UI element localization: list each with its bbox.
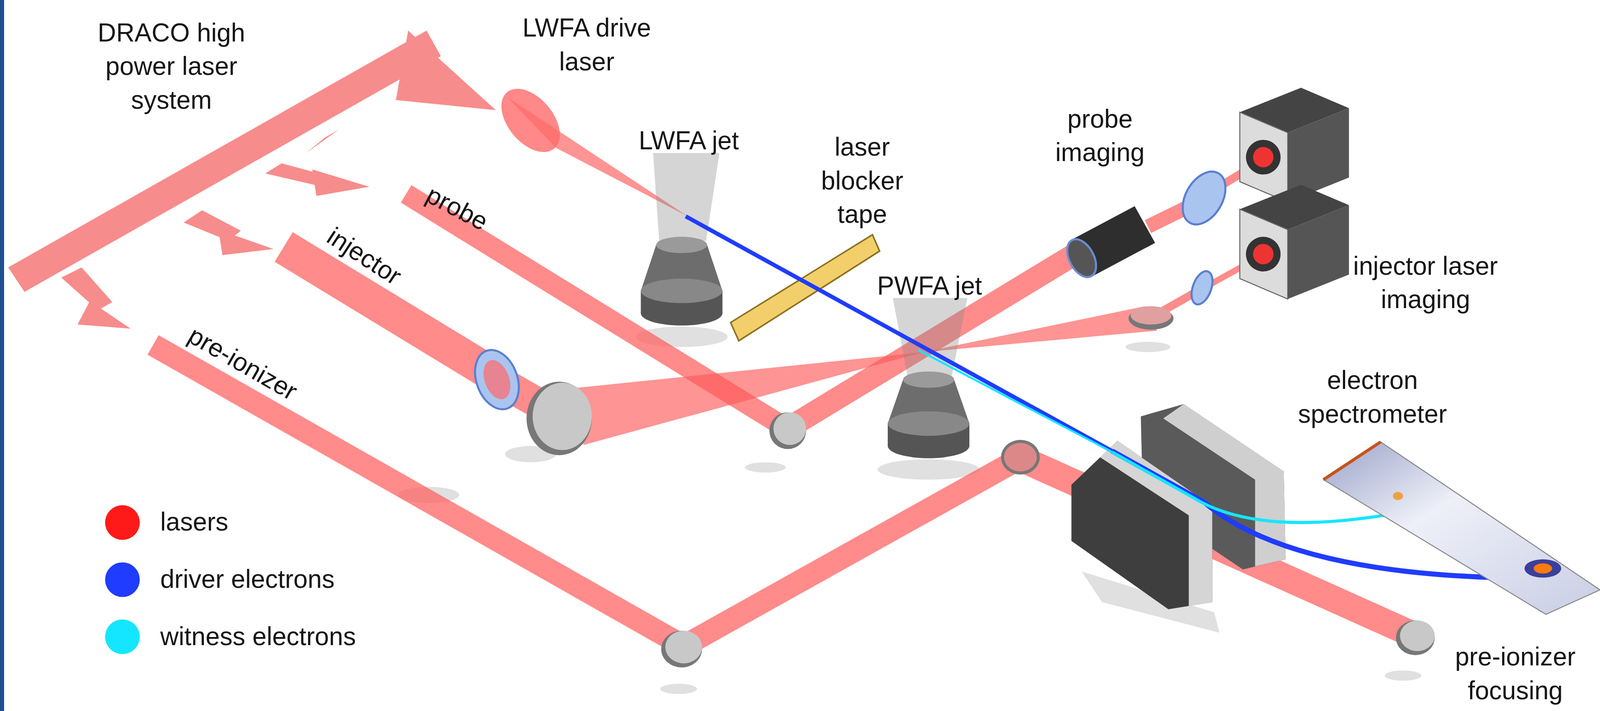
component-label: laser blocker tape: [798, 129, 927, 231]
legend-text: witness electrons: [160, 619, 356, 654]
component-label: LWFA jet: [617, 124, 761, 158]
component-label: LWFA drive laser: [497, 11, 677, 79]
legend-swatch: [105, 562, 140, 597]
legend-swatch: [105, 505, 140, 540]
component-label: PWFA jet: [857, 268, 1001, 303]
component-label: pre-ionizer focusing: [1438, 639, 1592, 707]
component-label: electron spectrometer: [1272, 363, 1472, 431]
component-label: probe imaging: [1026, 101, 1175, 170]
component-label: injector laser imaging: [1351, 248, 1500, 317]
legend-swatch: [105, 619, 140, 655]
legend-text: driver electrons: [160, 562, 335, 596]
legend-text: lasers: [160, 505, 229, 540]
component-label: DRACO high power laser system: [79, 15, 263, 117]
